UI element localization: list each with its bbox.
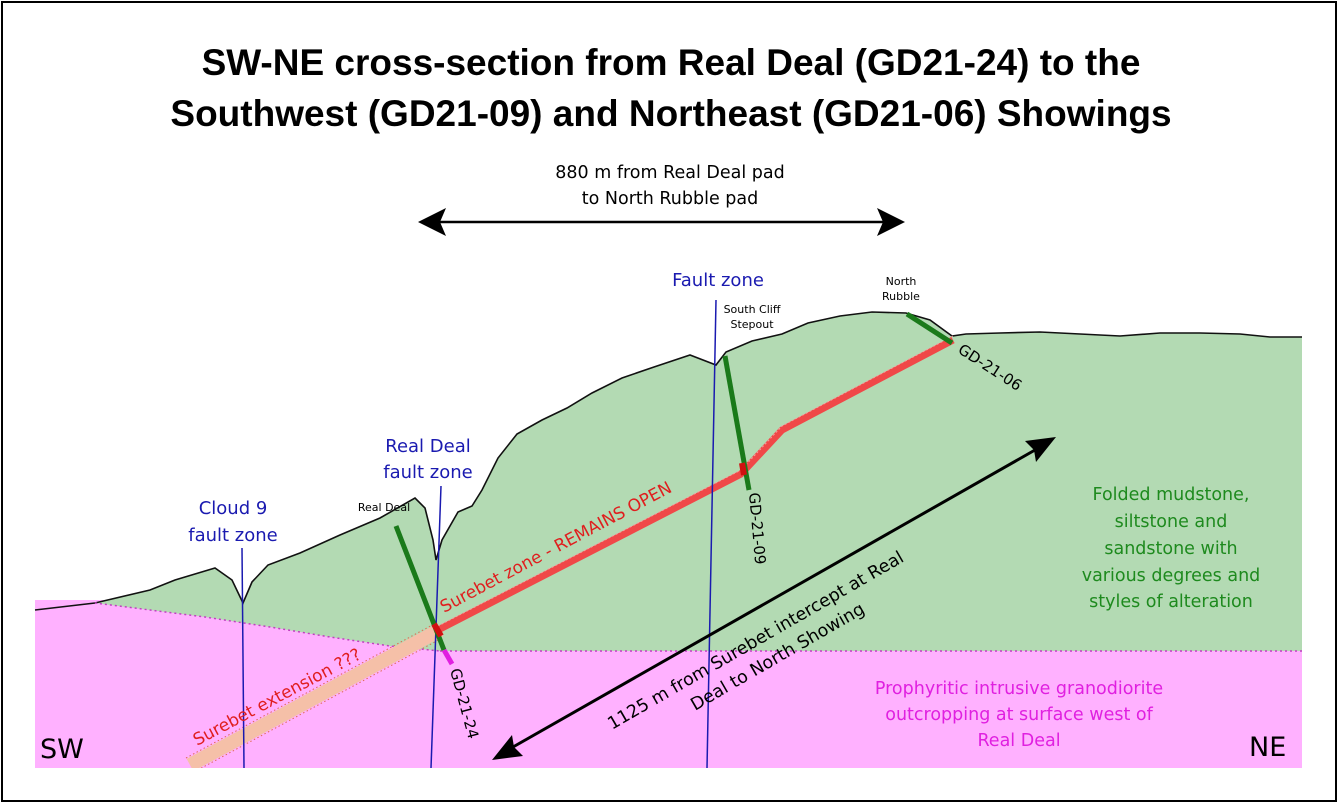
distance-arrow-top [418,208,905,236]
site-label-north-rubble-line1: North [886,275,917,288]
figure-title-line2: Southwest (GD21-09) and Northeast (GD21-… [170,93,1172,134]
site-label-north-rubble-line2: Rubble [882,290,920,303]
sediment-legend-line3: sandstone with [1104,539,1237,559]
realdeal-fault-label-line2: fault zone [383,462,473,483]
intrusive-contact-dotted [94,602,441,652]
sediment-legend-line4: various degrees and [1082,566,1261,586]
drillhole-gd21-06 [905,311,954,346]
drillhole-gd21-24-tail [441,648,455,666]
fault-zone-label: Fault zone [672,270,764,291]
realdeal-fault-label-line1: Real Deal [385,436,471,457]
site-label-south-cliff-line2: Stepout [730,318,774,331]
figure-title-line1: SW-NE cross-section from Real Deal (GD21… [201,42,1141,83]
site-label-real-deal: Real Deal [358,501,410,514]
surebet-zone-band [436,336,955,634]
distance-top-line1: 880 m from Real Deal pad [555,163,784,183]
intrusive-legend-line2: outcropping at surface west of [885,705,1153,725]
distance-arrow-diagonal [492,437,1056,760]
sediment-legend-line5: styles of alteration [1089,592,1253,612]
distance-top-line2: to North Rubble pad [582,189,758,209]
intercept-marker-gd21-09 [739,462,747,476]
cloud9-fault-line [241,547,245,769]
intercept-marker-gd21-24 [431,622,444,638]
sediment-body [35,312,1302,651]
intrusive-legend-line3: Real Deal [977,731,1060,751]
sediment-legend-line1: Folded mudstone, [1093,485,1250,505]
site-label-south-cliff-line1: South Cliff [724,303,781,316]
topographic-surface [34,311,1302,611]
intrusive-legend-line1: Prophyritic intrusive granodiorite [875,679,1163,699]
cloud9-fault-label-line2: fault zone [188,525,278,546]
sediment-legend-line2: siltstone and [1115,512,1228,532]
cloud9-fault-label-line1: Cloud 9 [199,498,268,519]
direction-sw: SW [40,734,84,765]
direction-ne: NE [1249,732,1286,763]
fault-zone-line [706,299,717,769]
surebet-extension-band [186,623,444,768]
